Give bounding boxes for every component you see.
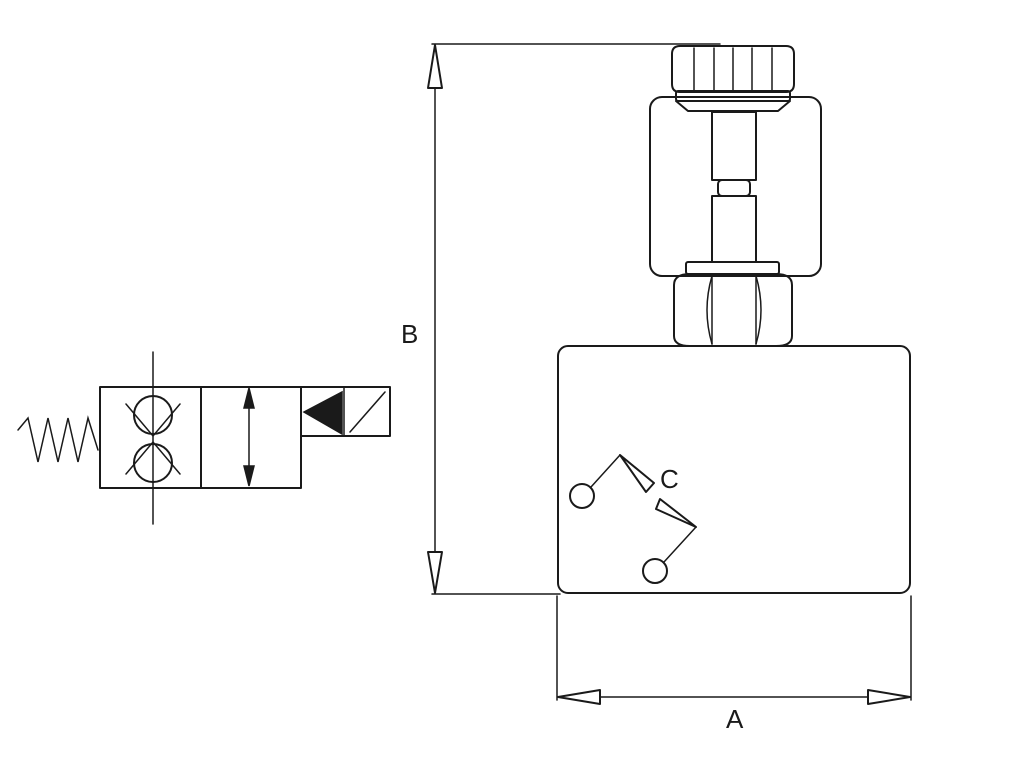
- nut-body: [673, 273, 793, 347]
- stem-lower: [711, 195, 757, 263]
- arrow-up-icon: [243, 387, 255, 409]
- check-ball-top-icon: [133, 395, 173, 435]
- check-seat-bottom: [125, 440, 181, 475]
- hydraulic-symbol: [17, 351, 391, 525]
- housing-outline: [649, 96, 822, 277]
- port-c-indicator: [590, 454, 697, 563]
- arrowhead-up-icon: [427, 44, 443, 89]
- stem-groove: [717, 179, 751, 197]
- solenoid-box: [300, 386, 391, 437]
- arrowhead-left-icon: [557, 689, 601, 705]
- knob-body: [671, 45, 795, 93]
- adjustment-knob: [671, 45, 795, 112]
- arrowhead-down-icon: [427, 551, 443, 594]
- port-c-arrow-bottom-icon: [655, 498, 697, 528]
- port-c-arrow-top-icon: [619, 454, 655, 493]
- symbol-envelope-right: [200, 386, 302, 489]
- spring-icon: [17, 415, 99, 463]
- symbol-envelope-left: [99, 386, 202, 489]
- dimension-label-b: B: [401, 319, 418, 349]
- solenoid-triangle-icon: [302, 390, 343, 436]
- adjuster-housing: [649, 96, 822, 277]
- valve-block: [557, 345, 911, 594]
- check-seat-top: [125, 403, 181, 438]
- hex-nut: [673, 261, 793, 347]
- solenoid-coil-slash: [349, 391, 386, 433]
- nut-flat-right: [755, 275, 762, 345]
- nut-collar: [685, 261, 780, 275]
- knob-lower-flange: [675, 100, 791, 112]
- port-circle-right: [642, 558, 668, 584]
- nut-flat-left: [706, 275, 713, 345]
- port-circle-left: [569, 483, 595, 509]
- arrowhead-right-icon: [867, 689, 911, 705]
- check-ball-bottom-icon: [133, 443, 173, 483]
- valve-body: C: [557, 345, 911, 594]
- dimension-b: B: [401, 43, 721, 595]
- dimension-label-a: A: [726, 704, 744, 734]
- port-label-c: C: [660, 464, 679, 494]
- stem-upper: [711, 111, 757, 181]
- dimension-a: A: [556, 595, 912, 734]
- arrow-down-icon: [243, 465, 255, 487]
